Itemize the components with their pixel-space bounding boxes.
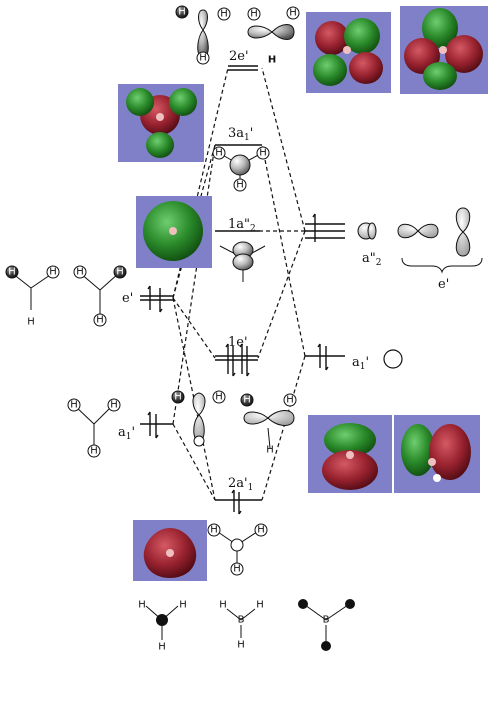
level-1a2-double-prime-label: 1a"2 xyxy=(228,217,256,234)
orbital-panel-3a1 xyxy=(118,84,204,162)
svg-text:H: H xyxy=(233,564,241,575)
right-a1-prime-label: a1' xyxy=(352,355,369,372)
svg-text:H: H xyxy=(215,148,223,159)
orbital-panel-1a2 xyxy=(136,196,212,268)
left-level-a1-prime: a1' xyxy=(118,411,173,442)
level-3a1-prime: 3a1' xyxy=(215,126,262,146)
svg-text:H: H xyxy=(110,400,118,411)
right-level-a1-prime: a1' xyxy=(305,343,403,372)
right-level-a2-e-prime xyxy=(305,213,345,242)
svg-text:B: B xyxy=(238,615,245,626)
orbital-panel-2e-a xyxy=(306,12,391,93)
level-2a1-prime-label: 2a'1 xyxy=(228,476,253,493)
level-1e-prime-label: 1e' xyxy=(228,335,248,350)
svg-text:H: H xyxy=(268,55,276,66)
svg-text:H: H xyxy=(250,9,258,20)
schematic-1e-b: H H H xyxy=(240,393,297,456)
schematic-1a2 xyxy=(219,241,266,282)
svg-text:H: H xyxy=(8,267,16,278)
svg-text:B: B xyxy=(323,615,330,626)
svg-text:H: H xyxy=(27,317,35,328)
svg-text:H: H xyxy=(259,148,267,159)
svg-text:H: H xyxy=(158,642,166,653)
level-1e-prime: 1e' xyxy=(215,335,258,377)
electron-pair-1e-a xyxy=(225,343,236,377)
svg-text:H: H xyxy=(237,640,245,651)
schematic-3a1: H H H xyxy=(212,146,270,192)
svg-text:H: H xyxy=(243,395,251,406)
boron-s-orbital-icon xyxy=(383,349,403,369)
e-prime-brace xyxy=(401,257,483,274)
svg-text:H: H xyxy=(286,395,294,406)
svg-text:H: H xyxy=(215,392,223,403)
level-1a2-double-prime: 1a"2 xyxy=(215,217,260,234)
orbital-panel-1e-b xyxy=(394,415,480,493)
svg-text:H: H xyxy=(76,267,84,278)
left-e-prime-label: e' xyxy=(122,291,133,306)
legend-filled-boron: H H H xyxy=(138,600,187,653)
svg-text:H: H xyxy=(257,525,265,536)
svg-text:H: H xyxy=(210,525,218,536)
schematic-2e-b: H H H xyxy=(247,6,300,66)
left-fragment-schematic-1: H H H xyxy=(5,265,60,328)
svg-text:H: H xyxy=(236,180,244,191)
svg-text:H: H xyxy=(199,53,207,64)
left-a1-fragment-schematic: H H H xyxy=(67,398,121,458)
svg-text:H: H xyxy=(289,8,297,19)
left-a1-prime-label: a1' xyxy=(118,425,135,442)
svg-text:H: H xyxy=(178,7,186,18)
electron-pair-2a1 xyxy=(231,489,242,515)
right-a2-double-prime-label: a"2 xyxy=(362,251,381,268)
boron-pz-orbital-icon xyxy=(357,222,377,240)
boron-px-orbital-icon xyxy=(397,223,439,239)
legend-symbol-boron: H H B H xyxy=(219,600,264,651)
svg-text:H: H xyxy=(179,600,187,611)
svg-text:H: H xyxy=(116,267,124,278)
schematic-2e-a: H H H xyxy=(175,5,231,65)
boron-py-orbital-icon xyxy=(455,207,471,257)
level-2a1-prime: 2a'1 xyxy=(215,476,262,515)
orbital-panel-2e-b xyxy=(400,6,488,94)
svg-text:H: H xyxy=(70,400,78,411)
legend-ball-boron: B xyxy=(298,599,355,651)
electron-pair-1e-b xyxy=(239,343,250,377)
svg-text:H: H xyxy=(220,9,228,20)
svg-text:H: H xyxy=(90,446,98,457)
level-2e-prime-label: 2e' xyxy=(229,49,249,64)
right-e-prime-label: e' xyxy=(438,277,449,292)
level-3a1-prime-label: 3a1' xyxy=(228,126,253,143)
svg-text:H: H xyxy=(256,600,264,611)
left-fragment-schematic-2: H H H xyxy=(73,265,127,327)
svg-text:H: H xyxy=(96,315,104,326)
left-level-e-prime: e' xyxy=(122,285,173,313)
svg-text:H: H xyxy=(138,600,146,611)
level-2e-prime: 2e' xyxy=(228,49,258,71)
svg-text:H: H xyxy=(174,392,182,403)
schematic-1e-a: H H xyxy=(171,390,226,447)
svg-text:H: H xyxy=(49,267,57,278)
orbital-panel-1e-a xyxy=(308,415,392,493)
orbital-panel-2a1 xyxy=(133,520,207,581)
svg-text:H: H xyxy=(266,445,274,456)
svg-text:H: H xyxy=(219,600,227,611)
schematic-2a1: H H H xyxy=(207,523,268,576)
